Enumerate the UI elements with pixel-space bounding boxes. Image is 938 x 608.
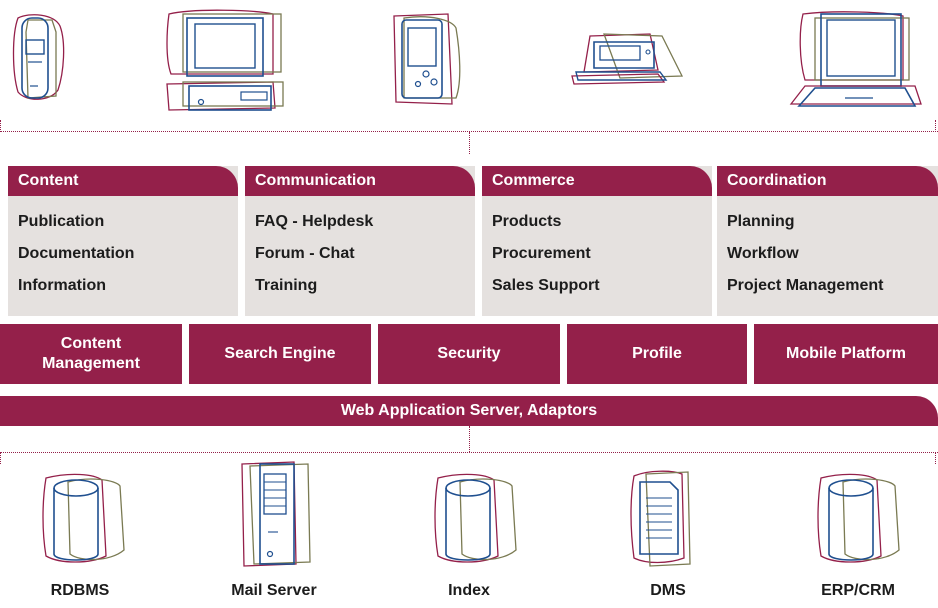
panel-title: Content	[8, 166, 238, 196]
device-laptop-icon	[785, 10, 925, 110]
backend-dms-document-icon	[628, 468, 708, 568]
backend-index-database-icon	[432, 472, 522, 567]
web-application-server-bar: Web Application Server, Adaptors	[0, 396, 938, 426]
device-mobile-phone-icon	[10, 12, 70, 102]
top-right-dotted-tick	[935, 120, 936, 132]
top-center-dotted-connector	[469, 132, 470, 154]
top-dotted-separator	[0, 131, 938, 132]
panel-item: Training	[255, 277, 318, 294]
backend-label-rdbms: RDBMS	[50, 582, 110, 599]
panel-item: Information	[18, 277, 106, 294]
panel-item: FAQ - Helpdesk	[255, 213, 374, 230]
panel-coordination: Coordination Planning Workflow Project M…	[717, 166, 938, 316]
device-desktop-computer-icon	[165, 8, 290, 113]
panel-commerce: Commerce Products Procurement Sales Supp…	[482, 166, 712, 316]
service-mobile-platform: Mobile Platform	[754, 324, 938, 384]
panel-item: Documentation	[18, 245, 135, 262]
backend-mail-server-tower-icon	[238, 460, 318, 570]
service-label: Profile	[632, 345, 682, 362]
service-profile: Profile	[567, 324, 747, 384]
panel-content: Content Publication Documentation Inform…	[8, 166, 238, 316]
panel-item: Products	[492, 213, 562, 230]
service-label: Mobile Platform	[785, 345, 906, 362]
backend-label-erp-crm: ERP/CRM	[821, 582, 895, 599]
panel-title: Coordination	[717, 166, 938, 196]
service-label: Search Engine	[224, 345, 336, 362]
device-pda-icon	[390, 12, 470, 107]
top-left-dotted-tick	[0, 120, 1, 132]
backend-erp-crm-database-icon	[815, 472, 905, 567]
service-search-engine: Search Engine	[189, 324, 371, 384]
backend-label-index: Index	[448, 582, 490, 599]
bottom-left-dotted-tick	[0, 452, 1, 464]
backend-label-dms: DMS	[650, 582, 686, 599]
backend-label-mail-server: Mail Server	[231, 582, 317, 599]
panel-item: Workflow	[727, 245, 799, 262]
service-label: Security	[437, 345, 501, 362]
panel-item: Publication	[18, 213, 105, 230]
service-label-line1: Content	[60, 335, 122, 352]
panel-title: Commerce	[482, 166, 712, 196]
device-small-terminal-icon	[570, 30, 685, 90]
panel-item: Procurement	[492, 245, 591, 262]
bottom-dotted-separator	[0, 452, 938, 453]
bottom-center-dotted-connector	[469, 426, 470, 452]
panel-title: Communication	[245, 166, 475, 196]
service-content-management: Content Management	[0, 324, 182, 384]
panel-communication: Communication FAQ - Helpdesk Forum - Cha…	[245, 166, 475, 316]
bottom-right-dotted-tick	[935, 452, 936, 464]
panel-item: Project Management	[727, 277, 884, 294]
service-label-line2: Management	[42, 355, 140, 372]
panel-item: Forum - Chat	[255, 245, 355, 262]
backend-rdbms-database-icon	[40, 472, 130, 567]
panel-item: Planning	[727, 213, 795, 230]
panel-item: Sales Support	[492, 277, 600, 294]
service-security: Security	[378, 324, 560, 384]
